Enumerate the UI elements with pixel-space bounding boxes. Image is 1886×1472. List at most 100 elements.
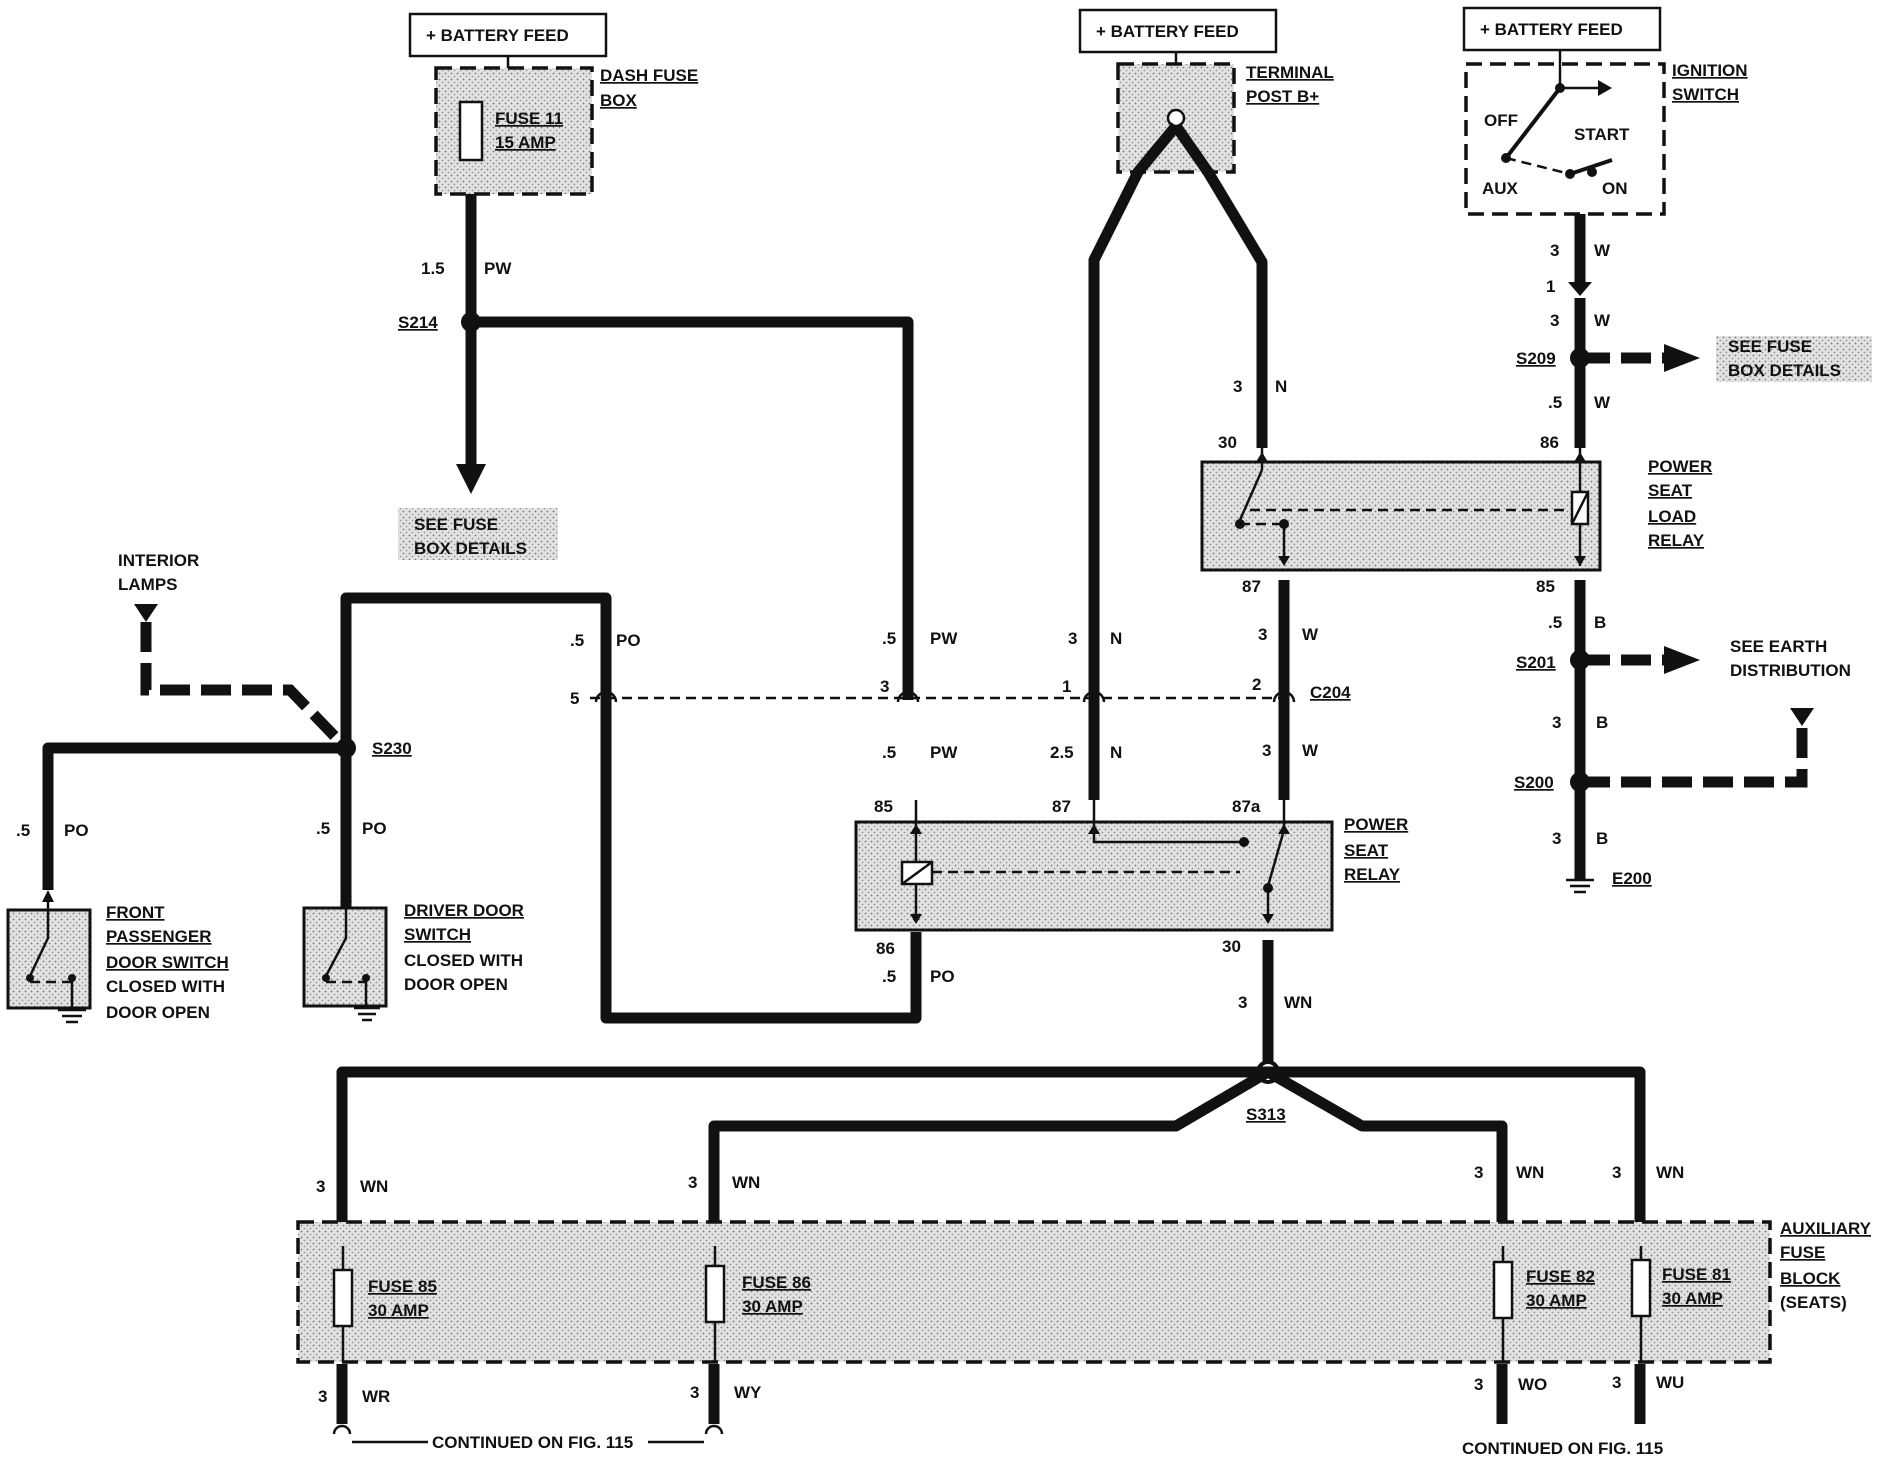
- svg-text:LOAD: LOAD: [1648, 507, 1696, 526]
- svg-text:3: 3: [880, 677, 889, 696]
- svg-text:3: 3: [1552, 713, 1561, 732]
- svg-text:WN: WN: [732, 1173, 760, 1192]
- svg-text:S214: S214: [398, 313, 438, 332]
- see-fuse-box-right: SEE FUSE BOX DETAILS: [1716, 336, 1872, 382]
- svg-text:SEE FUSE: SEE FUSE: [414, 515, 498, 534]
- svg-text:DOOR OPEN: DOOR OPEN: [106, 1003, 210, 1022]
- svg-text:CLOSED WITH: CLOSED WITH: [106, 977, 225, 996]
- svg-text:BOX DETAILS: BOX DETAILS: [1728, 361, 1841, 380]
- svg-text:BOX DETAILS: BOX DETAILS: [414, 539, 527, 558]
- svg-text:POWER: POWER: [1344, 815, 1408, 834]
- svg-text:3: 3: [1233, 377, 1242, 396]
- svg-text:W: W: [1594, 311, 1611, 330]
- svg-text:SWITCH: SWITCH: [1672, 85, 1739, 104]
- svg-text:DASH FUSE: DASH FUSE: [600, 66, 698, 85]
- svg-text:30 AMP: 30 AMP: [742, 1297, 803, 1316]
- svg-text:30 AMP: 30 AMP: [1662, 1289, 1723, 1308]
- battery-feed-right: + BATTERY FEED: [1462, 6, 1662, 52]
- svg-text:PW: PW: [484, 259, 512, 278]
- svg-text:SEE EARTH: SEE EARTH: [1730, 637, 1827, 656]
- svg-text:S230: S230: [372, 739, 412, 758]
- svg-text:AUX: AUX: [1482, 179, 1519, 198]
- svg-text:FUSE 86: FUSE 86: [742, 1273, 811, 1292]
- ignition-switch: OFF START AUX ON IGNITION SWITCH: [1464, 61, 1748, 216]
- svg-text:WN: WN: [1516, 1163, 1544, 1182]
- svg-text:86: 86: [876, 939, 895, 958]
- svg-text:87a: 87a: [1232, 797, 1261, 816]
- svg-text:PO: PO: [616, 631, 641, 650]
- svg-text:PO: PO: [64, 821, 89, 840]
- svg-text:C204: C204: [1310, 683, 1351, 702]
- svg-text:POWER: POWER: [1648, 457, 1712, 476]
- svg-text:3: 3: [1612, 1163, 1621, 1182]
- svg-text:2: 2: [1252, 675, 1261, 694]
- svg-text:3: 3: [1068, 629, 1077, 648]
- svg-text:CLOSED WITH: CLOSED WITH: [404, 951, 523, 970]
- svg-text:3: 3: [690, 1383, 699, 1402]
- svg-text:BOX: BOX: [600, 91, 638, 110]
- svg-text:B: B: [1594, 613, 1606, 632]
- continued-left: CONTINUED ON FIG. 115: [432, 1433, 633, 1452]
- svg-text:+ BATTERY FEED: + BATTERY FEED: [1480, 20, 1623, 39]
- svg-text:+ BATTERY FEED: + BATTERY FEED: [1096, 22, 1239, 41]
- svg-text:.5: .5: [882, 743, 896, 762]
- driver-door-switch: DRIVER DOOR SWITCH CLOSED WITH DOOR OPEN: [302, 890, 524, 1022]
- svg-text:3: 3: [1550, 311, 1559, 330]
- svg-text:W: W: [1302, 741, 1319, 760]
- svg-text:SEAT: SEAT: [1344, 841, 1389, 860]
- svg-text:.5: .5: [16, 821, 30, 840]
- svg-text:PW: PW: [930, 629, 958, 648]
- svg-text:WN: WN: [360, 1177, 388, 1196]
- svg-text:PO: PO: [362, 819, 387, 838]
- svg-text:N: N: [1110, 629, 1122, 648]
- svg-text:FRONT: FRONT: [106, 903, 165, 922]
- svg-text:86: 86: [1540, 433, 1559, 452]
- svg-text:5: 5: [570, 689, 579, 708]
- svg-text:WY: WY: [734, 1383, 762, 1402]
- svg-text:W: W: [1302, 625, 1319, 644]
- svg-text:LAMPS: LAMPS: [118, 575, 178, 594]
- front-passenger-door-switch: FRONT PASSENGER DOOR SWITCH CLOSED WITH …: [6, 890, 229, 1024]
- svg-text:FUSE 85: FUSE 85: [368, 1277, 437, 1296]
- svg-text:WR: WR: [362, 1387, 390, 1406]
- svg-text:W: W: [1594, 393, 1611, 412]
- svg-text:.5: .5: [1548, 613, 1562, 632]
- svg-text:3: 3: [1238, 993, 1247, 1012]
- svg-text:PASSENGER: PASSENGER: [106, 927, 212, 946]
- svg-text:PO: PO: [930, 967, 955, 986]
- svg-text:FUSE: FUSE: [1780, 1243, 1825, 1262]
- dash-fuse-box: FUSE 11 15 AMP DASH FUSE BOX: [434, 66, 698, 196]
- svg-text:SEAT: SEAT: [1648, 481, 1693, 500]
- svg-text:IGNITION: IGNITION: [1672, 61, 1748, 80]
- svg-text:3: 3: [1258, 625, 1267, 644]
- svg-text:ON: ON: [1602, 179, 1628, 198]
- ground-e200: E200: [1566, 869, 1652, 894]
- svg-text:DOOR OPEN: DOOR OPEN: [404, 975, 508, 994]
- battery-feed-left: + BATTERY FEED: [408, 12, 608, 58]
- svg-text:POST B+: POST B+: [1246, 87, 1319, 106]
- svg-text:3: 3: [1474, 1163, 1483, 1182]
- svg-text:30 AMP: 30 AMP: [368, 1301, 429, 1320]
- svg-text:B: B: [1596, 713, 1608, 732]
- svg-text:FUSE 81: FUSE 81: [1662, 1265, 1731, 1284]
- svg-text:3: 3: [318, 1387, 327, 1406]
- svg-text:WN: WN: [1284, 993, 1312, 1012]
- svg-text:1.5: 1.5: [421, 259, 445, 278]
- svg-text:3: 3: [1552, 829, 1561, 848]
- svg-text:DISTRIBUTION: DISTRIBUTION: [1730, 661, 1851, 680]
- see-fuse-box-left: SEE FUSE BOX DETAILS: [398, 508, 558, 560]
- svg-text:WO: WO: [1518, 1375, 1547, 1394]
- svg-text:15 AMP: 15 AMP: [495, 133, 556, 152]
- svg-text:OFF: OFF: [1484, 111, 1518, 130]
- svg-text:(SEATS): (SEATS): [1780, 1293, 1847, 1312]
- svg-text:WU: WU: [1656, 1373, 1684, 1392]
- svg-text:85: 85: [874, 797, 893, 816]
- svg-text:S313: S313: [1246, 1105, 1286, 1124]
- svg-text:WN: WN: [1656, 1163, 1684, 1182]
- svg-text:87: 87: [1052, 797, 1071, 816]
- battery-feed-middle: + BATTERY FEED: [1078, 8, 1278, 54]
- svg-text:1: 1: [1062, 677, 1071, 696]
- svg-text:N: N: [1110, 743, 1122, 762]
- svg-text:BLOCK: BLOCK: [1780, 1269, 1841, 1288]
